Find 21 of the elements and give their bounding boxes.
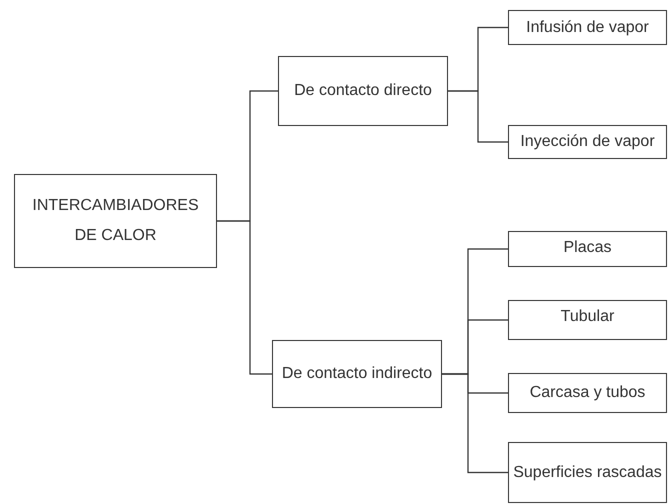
category-box [508, 231, 667, 267]
category-label: Tubular [560, 307, 614, 327]
category-box [272, 340, 442, 408]
category-label: INTERCAMBIADORES DE CALOR [32, 196, 199, 246]
category-label: Placas [563, 238, 612, 258]
connector-line [448, 90, 508, 143]
category-label: Carcasa y tubos [530, 383, 646, 403]
category-box [14, 174, 217, 268]
connector-line [442, 373, 508, 474]
category-label: De contacto indirecto [282, 364, 432, 384]
category-label: Infusión de vapor [526, 18, 649, 38]
category-box [278, 56, 448, 126]
category-box [508, 125, 667, 159]
connector-line [217, 220, 272, 375]
category-box [508, 300, 667, 340]
category-box [508, 10, 667, 45]
category-box [508, 442, 667, 503]
category-label: Inyección de vapor [520, 132, 655, 152]
category-label: De contacto directo [294, 81, 432, 101]
category-box [508, 373, 667, 413]
category-label: Superficies rascadas [513, 462, 662, 482]
